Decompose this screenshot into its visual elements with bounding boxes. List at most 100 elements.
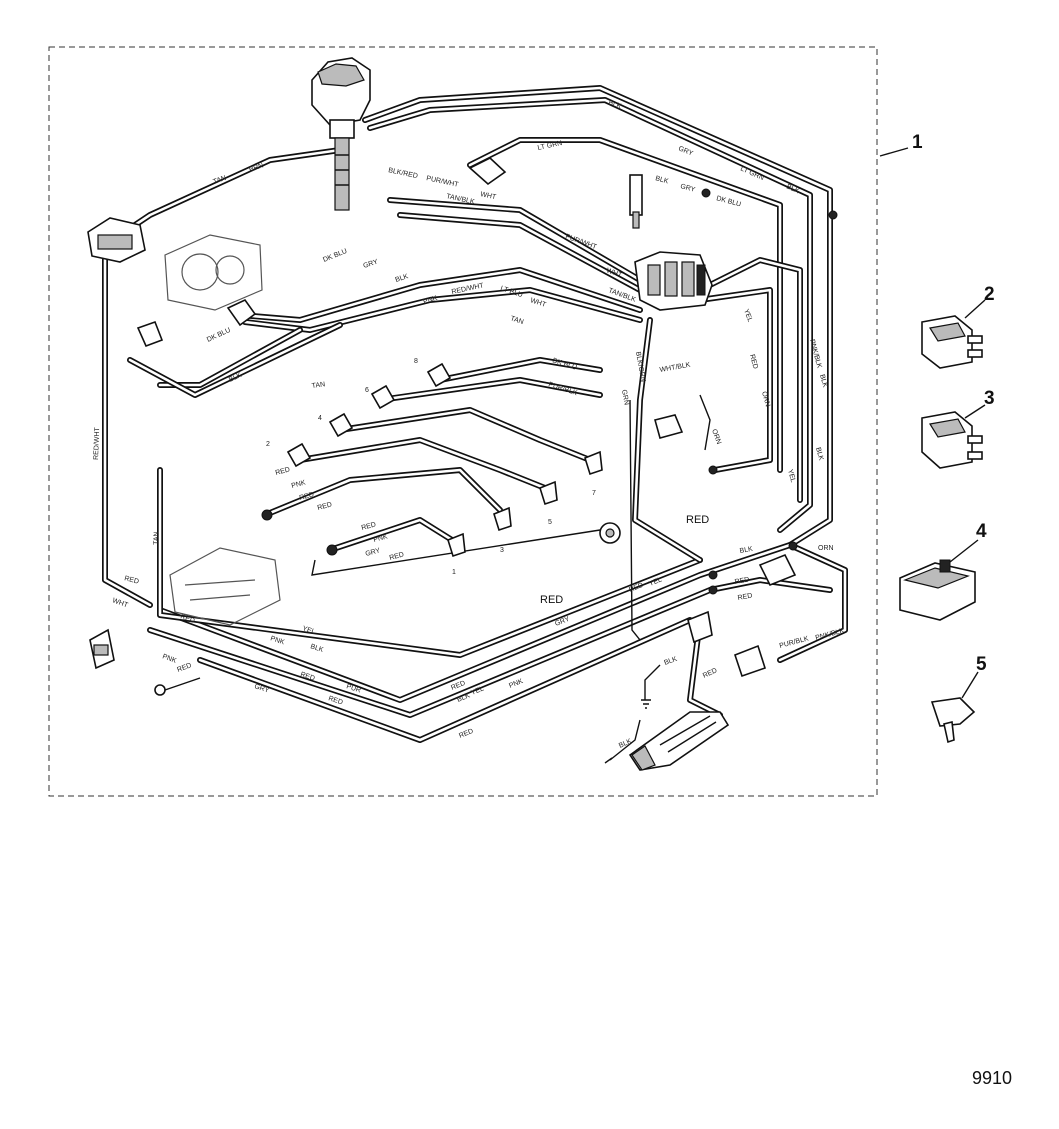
wire-label: RED — [748, 354, 759, 370]
cyl-number-8: 8 — [414, 358, 418, 365]
wire-label: BLK — [309, 643, 324, 654]
wire-label: BLK — [818, 374, 828, 389]
clip-item-5 — [930, 697, 976, 744]
wire-label: BLK — [785, 183, 800, 195]
sensor-left-upper — [226, 298, 257, 327]
callout-5: 5 — [976, 654, 987, 675]
injector-8 — [426, 362, 452, 388]
engine-outline-lower — [169, 547, 281, 626]
wire-label: RED — [275, 466, 291, 477]
wire-label: BLK — [394, 273, 409, 284]
thin-leads — [311, 394, 711, 761]
harness-wires — [102, 85, 848, 743]
wire-label: RED — [734, 577, 750, 586]
wire-label: YEL — [301, 625, 316, 636]
wire-label: LT BLU — [499, 285, 523, 299]
wire-label: RED/WHT — [93, 426, 101, 460]
ecm-connector — [634, 251, 713, 311]
wire-label: ORN — [710, 428, 722, 445]
injector-7 — [584, 450, 603, 476]
wire-label: PUR — [345, 683, 361, 694]
wire-label: PUR/BLK — [547, 381, 578, 397]
wire-label: RED — [327, 695, 343, 706]
wire-label: BLK — [663, 656, 678, 667]
wire-label: YEL — [648, 576, 663, 587]
harness-boundary — [48, 46, 878, 797]
figure-number: 9910 — [972, 1068, 1012, 1088]
wire-label: BLK — [607, 99, 622, 110]
wire-label: GRY — [677, 145, 694, 157]
connector-lower-left — [89, 628, 115, 670]
wire-label: PNK — [508, 678, 524, 690]
cyl-number-6: 6 — [365, 387, 369, 394]
cyl-number-7: 7 — [592, 490, 596, 497]
injector-5 — [539, 480, 558, 506]
wire-label: ORN — [760, 391, 771, 408]
connector-right-mid — [687, 610, 713, 644]
wire-label: GRY — [253, 683, 270, 694]
starter-motor — [628, 711, 730, 771]
wire-label: RED — [123, 575, 139, 586]
wire-label: RED — [389, 551, 405, 562]
connector-right-upper — [758, 553, 797, 587]
temp-sensor-top — [629, 174, 643, 229]
wire-label: BLK — [456, 692, 471, 704]
wire-label: RED — [176, 662, 192, 674]
sensor-lower-left-small — [154, 677, 201, 696]
wire-label: TAN — [509, 315, 524, 326]
engine-outline-upper — [164, 234, 263, 311]
wire-label: BLK — [654, 175, 669, 185]
wire-label: WHT — [480, 191, 498, 201]
wire-label: BLK — [814, 447, 824, 462]
wire-label: BLK/RED — [388, 167, 419, 180]
wire-label: RED — [628, 582, 644, 594]
wire-label: YEL — [470, 685, 485, 696]
wire-label: GRY — [365, 547, 382, 558]
wire-label: RED — [299, 671, 315, 682]
wire-label: DK BLU — [206, 327, 232, 344]
fuse-item-2 — [921, 315, 983, 369]
junction-dots — [261, 188, 838, 595]
wire-label: PNK — [373, 533, 389, 544]
wire-label: RED — [361, 521, 377, 532]
wire-label: WHT — [111, 597, 129, 609]
injector-1 — [447, 532, 466, 558]
relay-item-4 — [899, 559, 976, 621]
wire-label: TAN — [212, 175, 227, 186]
injector-3 — [493, 506, 512, 532]
wire-label: DK BLU — [715, 195, 741, 208]
wire-label-red-center: RED — [540, 594, 563, 606]
fuel-injectors — [286, 362, 603, 558]
callout-leaders — [879, 147, 986, 699]
wire-label-red-right: RED — [686, 514, 709, 526]
wire-label: RED — [179, 613, 195, 625]
wire-label: ORN — [818, 545, 834, 552]
callout-1: 1 — [912, 132, 923, 153]
wire-label: RED — [737, 593, 753, 602]
wire-label: PNK — [422, 295, 438, 306]
cyl-number-2: 2 — [266, 441, 270, 448]
cyl-number-5: 5 — [548, 519, 552, 526]
wire-label: PNK — [161, 653, 177, 665]
injector-2 — [286, 442, 312, 468]
wire-label: WHT — [529, 297, 547, 309]
wire-label: YEL — [742, 308, 753, 323]
wire-label: PNK — [269, 635, 285, 646]
ignition-coil — [87, 217, 146, 263]
distributor — [311, 57, 371, 211]
ground-symbols — [604, 699, 651, 764]
wire-label: PNK — [291, 479, 307, 490]
wire-label: DK BLU — [322, 248, 348, 264]
wire-label: GRY — [679, 183, 696, 194]
connector-right-lower — [734, 644, 766, 678]
wire-label: BRN — [248, 162, 264, 174]
sensor-left-mid — [136, 320, 164, 348]
wire-label: TAN — [153, 531, 160, 545]
wire-label: BLK — [739, 546, 754, 555]
injector-4 — [328, 412, 354, 438]
top-connector — [468, 157, 507, 186]
cyl-number-1: 1 — [452, 569, 456, 576]
wire-label: YEL — [786, 469, 796, 484]
wire-label: PUR/WHT — [426, 175, 460, 189]
